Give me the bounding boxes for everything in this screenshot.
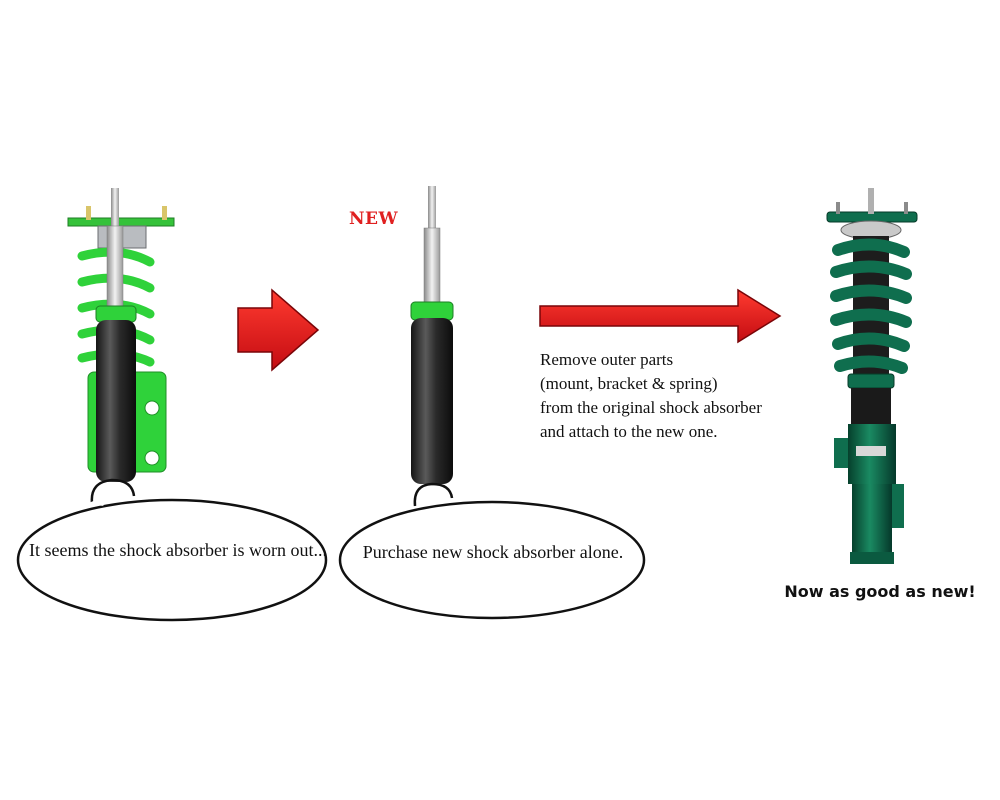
new-tag-label: NEW (349, 209, 399, 229)
instruction-line: from the original shock absorber (540, 398, 762, 417)
instructions-text: Remove outer parts (mount, bracket & spr… (540, 348, 762, 444)
instruction-line: (mount, bracket & spring) (540, 374, 718, 393)
step-arrow-long (539, 288, 782, 344)
instruction-line: Remove outer parts (540, 350, 674, 369)
result-caption: Now as good as new! (784, 582, 976, 601)
old-shock-absorber (67, 188, 175, 482)
old-caption-bubble (16, 478, 328, 622)
new-caption-text: Purchase new shock absorber alone. (362, 542, 624, 562)
step-arrow-small (237, 288, 320, 372)
old-caption-text: It seems the shock absorber is worn out.… (29, 540, 327, 560)
new-caption-bubble (338, 482, 646, 620)
assembled-coilover (826, 188, 918, 564)
new-shock-absorber (410, 186, 454, 484)
instruction-line: and attach to the new one. (540, 422, 718, 441)
